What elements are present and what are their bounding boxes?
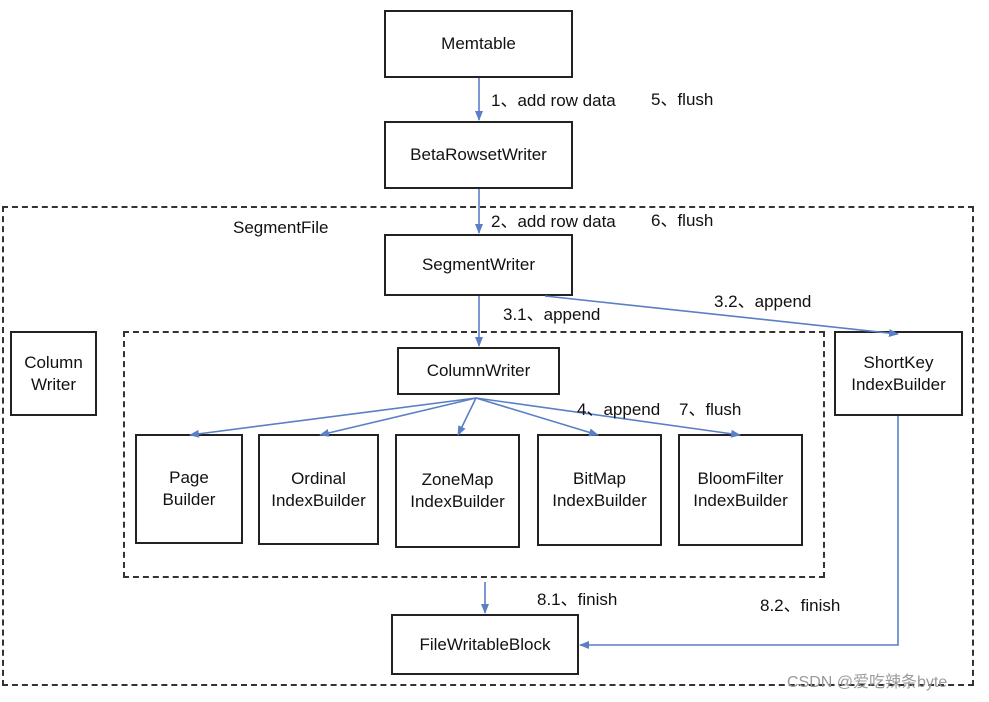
label-flush-5: 5、flush (651, 90, 714, 109)
edge-cw-to-page-builder (189, 397, 477, 438)
page-builder-node: Page Builder (135, 434, 243, 544)
csdn-watermark: CSDN @爱吃辣条byte (787, 674, 948, 691)
column-writer-group (123, 331, 825, 578)
column-writer-node: ColumnWriter (397, 347, 560, 395)
label-append-3-1: 3.1、append (503, 305, 601, 324)
edge-shortkey-to-file-block (579, 416, 899, 649)
edge-cw-to-zonemap (457, 397, 477, 436)
shortkey-index-builder-node: ShortKey IndexBuilder (834, 331, 963, 416)
memtable-node: Memtable (384, 10, 573, 78)
bitmap-index-builder-node: BitMap IndexBuilder (537, 434, 662, 546)
file-writable-block-node: FileWritableBlock (391, 614, 579, 675)
segment-file-label: SegmentFile (233, 218, 329, 237)
column-writer-side-node: Column Writer (10, 331, 97, 416)
edge-cw-to-bloomfilter (475, 397, 741, 438)
label-append-4: 4、append (577, 400, 661, 419)
edge-cw-to-bitmap (475, 397, 599, 437)
label-add-row-data-1: 1、add row data (491, 91, 616, 110)
edge-segment-to-shortkey (544, 295, 899, 338)
segment-writer-node: SegmentWriter (384, 234, 573, 296)
label-append-3-2: 3.2、append (714, 292, 812, 311)
label-flush-7: 7、flush (679, 400, 742, 419)
label-finish-8-2: 8.2、finish (760, 596, 841, 615)
label-finish-8-1: 8.1、finish (537, 590, 618, 609)
bloomfilter-index-builder-node: BloomFilter IndexBuilder (678, 434, 803, 546)
label-add-row-data-2: 2、add row data (491, 212, 616, 231)
label-flush-6: 6、flush (651, 211, 714, 230)
segment-file-group (2, 206, 974, 686)
beta-rowset-writer-node: BetaRowsetWriter (384, 121, 573, 189)
zonemap-index-builder-node: ZoneMap IndexBuilder (395, 434, 520, 548)
edge-cw-to-ordinal (319, 397, 477, 437)
ordinal-index-builder-node: Ordinal IndexBuilder (258, 434, 379, 545)
